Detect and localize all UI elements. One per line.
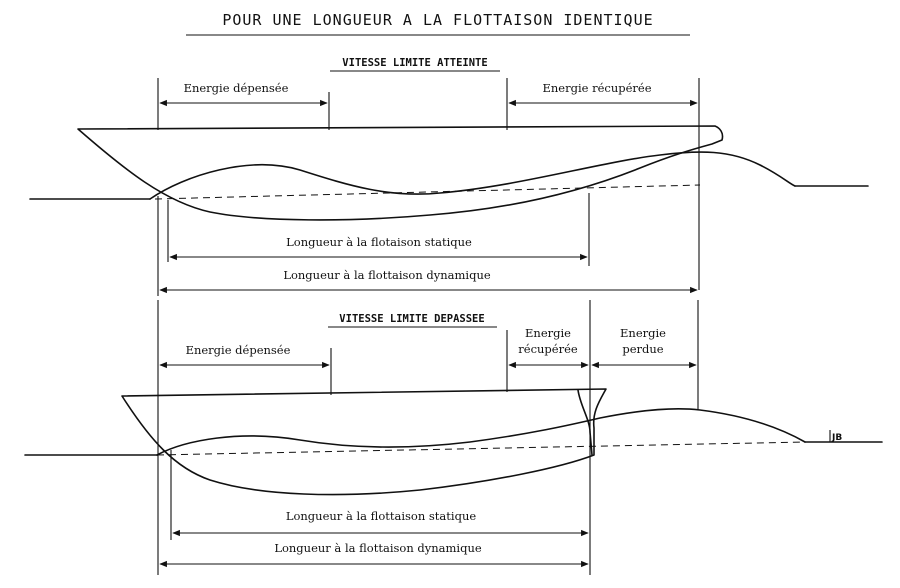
bottom-hull-transom [577, 389, 593, 456]
top-energy-recovered-label: Energie récupérée [542, 81, 651, 95]
top-static-waterline [154, 184, 701, 200]
bottom-energy-spent-label: Energie dépensée [186, 343, 291, 357]
signature: JB [831, 433, 842, 443]
top-heading: VITESSE LIMITE ATTEINTE [342, 57, 487, 69]
bottom-wave-profile [156, 408, 806, 456]
page-title: POUR UNE LONGUEUR A LA FLOTTAISON IDENTI… [222, 11, 653, 29]
bottom-static-waterline [156, 441, 806, 456]
bottom-hull [121, 388, 607, 496]
bottom-heading: VITESSE LIMITE DEPASSEE [339, 313, 484, 325]
top-energy-spent-label: Energie dépensée [184, 81, 289, 95]
bottom-energy-recovered-label-1: Energie [525, 326, 571, 340]
bottom-dynamic-length-label: Longueur à la flottaison dynamique [274, 541, 482, 555]
bottom-energy-lost-label-1: Energie [620, 326, 666, 340]
top-hull [77, 125, 724, 221]
top-wave-profile [149, 151, 796, 200]
bottom-energy-recovered-label-2: récupérée [518, 342, 578, 356]
top-static-length-label: Longueur à la flotaison statique [286, 235, 472, 249]
top-dynamic-length-label: Longueur à la flottaison dynamique [283, 268, 491, 282]
bottom-energy-lost-label-2: perdue [622, 342, 663, 356]
bottom-static-length-label: Longueur à la flottaison statique [286, 509, 477, 523]
